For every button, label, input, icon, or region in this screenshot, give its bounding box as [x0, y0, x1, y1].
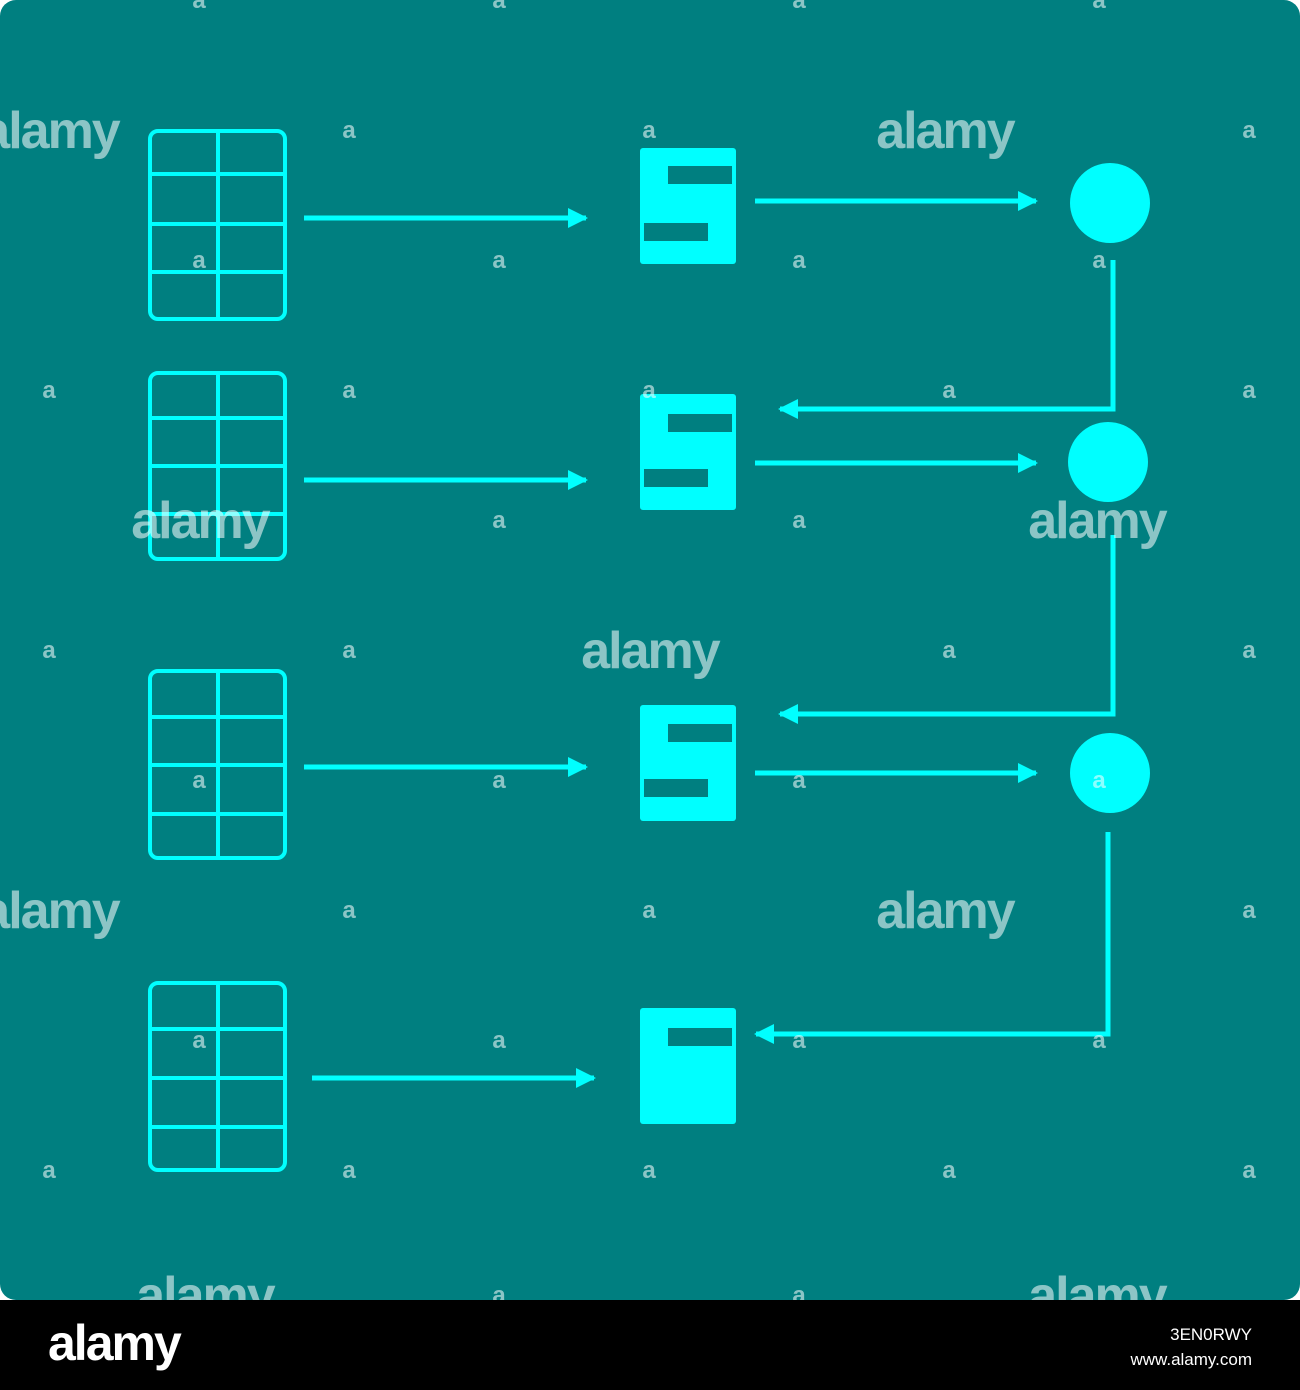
document-icon	[640, 1008, 736, 1124]
table-icon	[148, 371, 287, 561]
site-url: www.alamy.com	[1130, 1350, 1252, 1369]
watermark-word: alamy	[581, 622, 721, 680]
connector-node-to-document	[754, 832, 1111, 1044]
watermark-word: alamy	[876, 882, 1016, 940]
watermark-word: alamy	[131, 492, 271, 550]
node-circle	[1070, 163, 1150, 243]
connector-node-to-document	[778, 260, 1116, 419]
node-circle	[1068, 422, 1148, 502]
diagram-background	[0, 0, 1300, 1300]
document-icon	[640, 705, 736, 821]
watermark-word: alamy	[1028, 492, 1168, 550]
watermark-word: alamy	[0, 882, 121, 940]
footer-image-info: 3EN0RWY www.alamy.com	[1130, 1322, 1252, 1372]
document-icon	[640, 394, 736, 510]
watermark-word: alamy	[0, 102, 121, 160]
table-icon	[148, 129, 287, 321]
watermark-word: alamy	[136, 1267, 276, 1300]
table-icon	[148, 981, 287, 1172]
document-icon	[640, 148, 736, 264]
watermark-word: alamy	[1028, 1267, 1168, 1300]
footer-bar: alamy 3EN0RWY www.alamy.com	[0, 1300, 1300, 1390]
table-icon	[148, 669, 287, 860]
connector-node-to-document	[778, 535, 1116, 724]
image-id: 3EN0RWY	[1170, 1325, 1252, 1344]
watermark-word: alamy	[876, 102, 1016, 160]
node-circle	[1070, 733, 1150, 813]
diagram-canvas: alamy alamy alamy alamy alamy alamy alamy alamy…	[0, 0, 1300, 1300]
footer-logo: alamy	[48, 1315, 182, 1371]
